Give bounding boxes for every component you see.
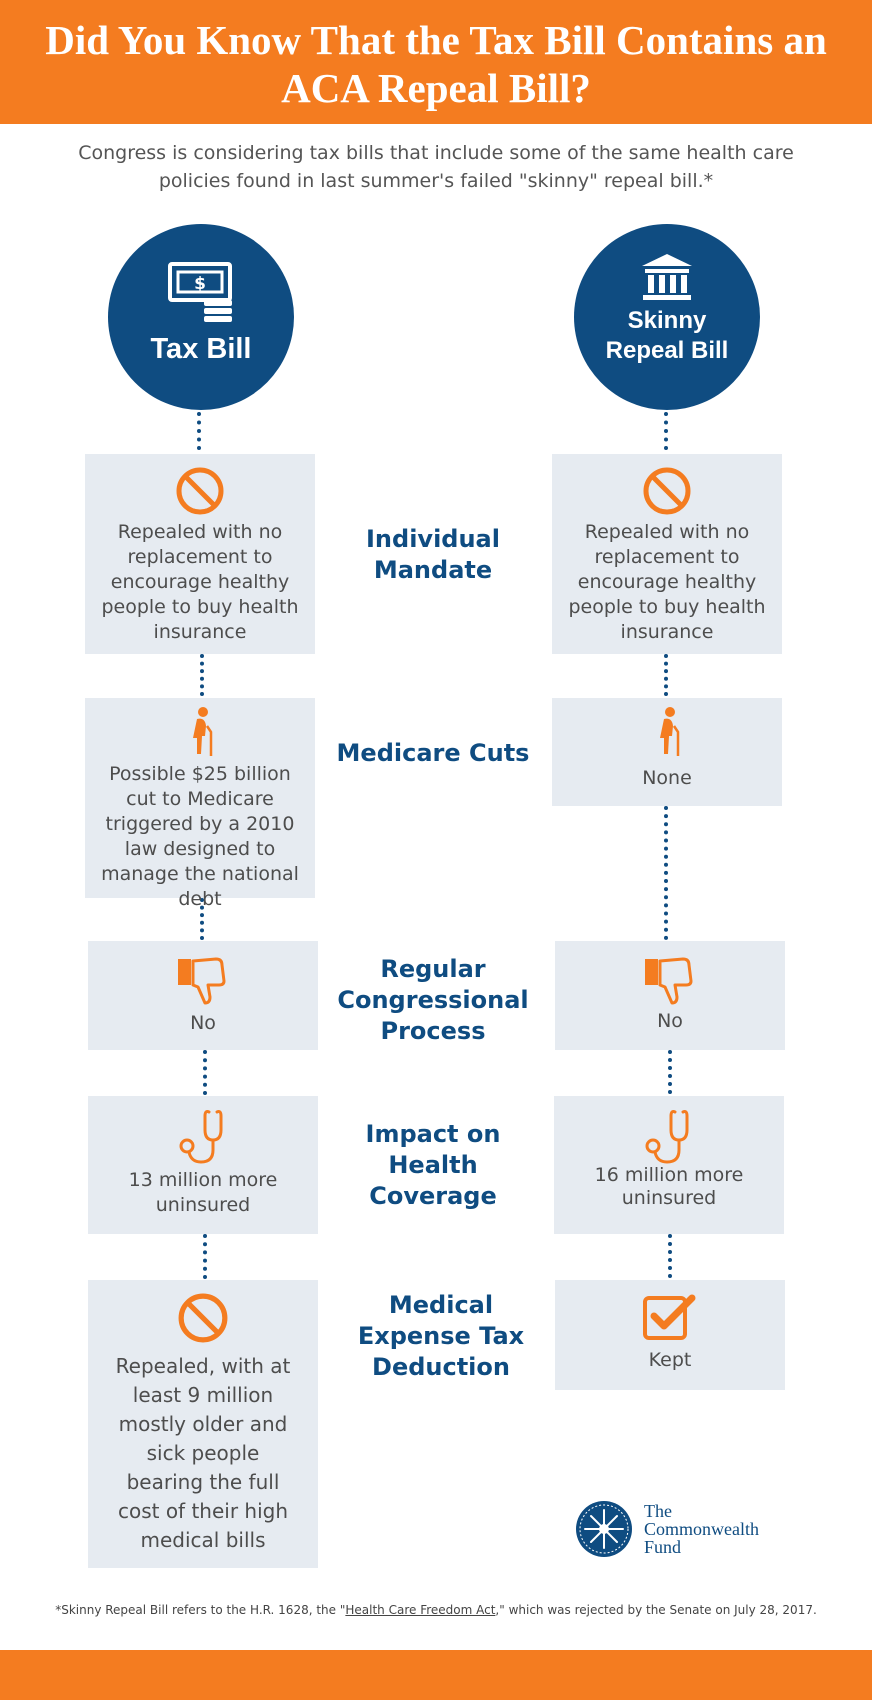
card-text: Kept (648, 1349, 692, 1371)
commonwealth-fund-logo-text: The Commonwealth Fund (644, 1502, 759, 1556)
tax-bill-medical-deduction-card: Repealed, with at least 9 million mostly… (88, 1280, 318, 1568)
svg-text:$: $ (194, 274, 206, 294)
tax-bill-congressional-process-card: No (88, 941, 318, 1050)
connector (668, 1050, 672, 1094)
skinny-health-coverage-card: 16 million more uninsured (554, 1096, 784, 1234)
tax-bill-individual-mandate-card: Repealed with no replacement to encourag… (85, 454, 315, 654)
logo-line: The (644, 1501, 672, 1521)
header-banner (0, 0, 872, 124)
skinny-repeal-label-line1: Skinny (627, 307, 707, 334)
health-care-freedom-act-link[interactable]: Health Care Freedom Act (345, 1603, 496, 1617)
skinny-medical-deduction-card: Kept (555, 1280, 785, 1390)
row-label-line: Expense Tax (357, 1322, 525, 1350)
connector (664, 806, 668, 940)
tax-bill-medicare-cuts-card: Possible $25 billion cut to Medicare tri… (85, 698, 315, 910)
page-title: Did You Know That the Tax Bill Contains … (45, 17, 827, 111)
connector (203, 1234, 207, 1279)
checkbox-checked-icon (643, 1294, 696, 1340)
skinny-medicare-cuts-card: None (552, 698, 782, 806)
card-text: 13 million more uninsured (128, 1169, 278, 1216)
footer-banner (0, 1650, 872, 1700)
row-label-regular-congressional-process: Regular Congressional Process (328, 954, 538, 1047)
footnote: *Skinny Repeal Bill refers to the H.R. 1… (0, 1603, 872, 1617)
footnote-text: ," which was rejected by the Senate on J… (495, 1603, 817, 1617)
elderly-person-icon (660, 707, 680, 756)
skinny-congressional-process-card: No (555, 941, 785, 1050)
connector (668, 1234, 672, 1278)
row-label-impact-on-health-coverage: Impact on Health Coverage (328, 1119, 538, 1212)
money-icon: $ (168, 262, 232, 322)
row-label-line: Congressional (337, 986, 529, 1014)
skinny-repeal-label-line2: Repeal Bill (605, 337, 729, 364)
connector (203, 1050, 207, 1095)
row-label-line: Regular (380, 955, 486, 983)
skinny-repeal-circle: Skinny Repeal Bill (574, 224, 760, 410)
card-text: No (190, 1012, 216, 1034)
connector (664, 654, 668, 696)
row-label-line: Mandate (373, 556, 493, 584)
connector (200, 898, 204, 940)
connector (664, 412, 668, 450)
card-text: 16 million more uninsured (594, 1164, 744, 1209)
card-text: No (657, 1010, 683, 1032)
elderly-person-icon (193, 707, 213, 756)
row-label-line: Medical (388, 1291, 494, 1319)
commonwealth-fund-logo-icon (576, 1501, 632, 1557)
connector (197, 412, 201, 450)
tax-bill-circle: $ Tax Bill (108, 224, 294, 410)
row-label-line: Coverage (369, 1182, 497, 1210)
stethoscope-icon (645, 1110, 689, 1164)
card-text: Repealed with no replacement to encourag… (568, 521, 766, 643)
tax-bill-label: Tax Bill (150, 333, 252, 365)
logo-line: Commonwealth (644, 1519, 759, 1539)
row-label-line: Process (380, 1017, 486, 1045)
card-text: Possible $25 billion cut to Medicare tri… (101, 763, 299, 910)
row-label-line: Impact on (365, 1120, 501, 1148)
row-label-medical-expense-tax-deduction: Medical Expense Tax Deduction (336, 1290, 546, 1383)
row-label-line: Individual (366, 525, 500, 553)
footnote-text: *Skinny Repeal Bill refers to the H.R. 1… (55, 1603, 346, 1617)
intro-text: Congress is considering tax bills that i… (78, 142, 794, 192)
tax-bill-health-coverage-card: 13 million more uninsured (88, 1096, 318, 1234)
prohibited-icon (643, 467, 691, 515)
card-text: Repealed, with at least 9 million mostly… (115, 1354, 291, 1552)
card-text: None (642, 767, 692, 789)
logo-line: Fund (644, 1537, 682, 1557)
prohibited-icon (178, 1293, 228, 1343)
capitol-building-icon (642, 254, 692, 300)
thumbs-down-icon (645, 957, 693, 1005)
row-label-line: Health (388, 1151, 478, 1179)
row-label-medicare-cuts: Medicare Cuts (328, 738, 538, 769)
row-label-line: Deduction (372, 1353, 510, 1381)
connector (200, 654, 204, 696)
card-text: Repealed with no replacement to encourag… (101, 521, 299, 643)
stethoscope-icon (179, 1110, 223, 1164)
skinny-individual-mandate-card: Repealed with no replacement to encourag… (552, 454, 782, 654)
prohibited-icon (176, 467, 224, 515)
row-label-individual-mandate: Individual Mandate (328, 524, 538, 586)
row-label-line: Medicare Cuts (336, 739, 530, 767)
thumbs-down-icon (178, 957, 226, 1005)
